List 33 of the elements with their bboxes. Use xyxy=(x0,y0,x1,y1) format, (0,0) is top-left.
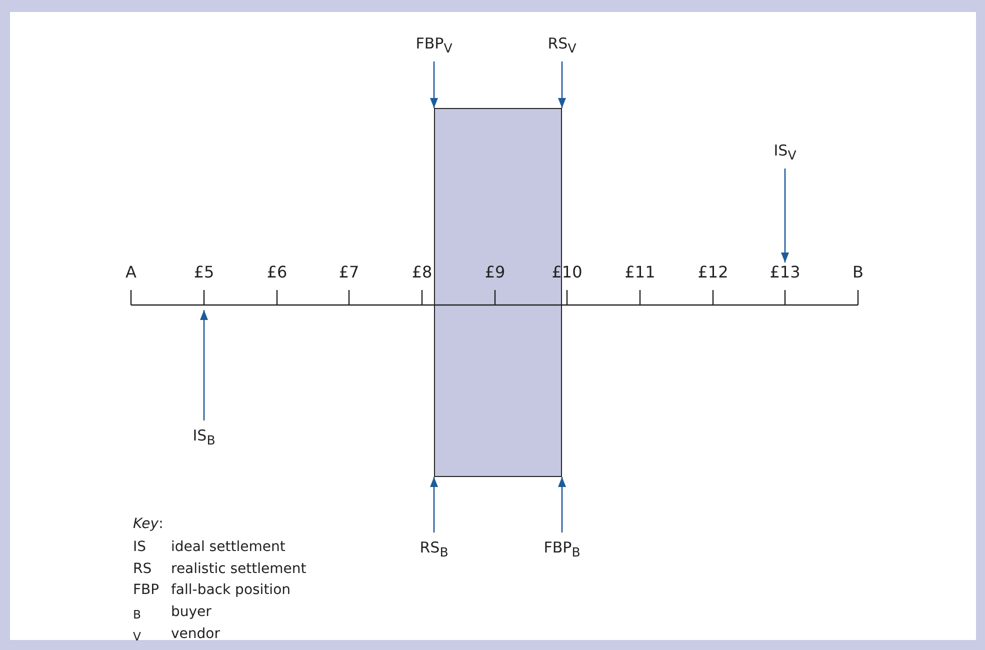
position-label: RS$_{B}$ xyxy=(420,538,448,560)
key-abbreviation: RS xyxy=(133,561,152,577)
axis-tick-label: £8 xyxy=(412,262,432,282)
position-label: IS$_{B}$ xyxy=(192,426,216,448)
axis-tick-label: A xyxy=(126,262,136,282)
key-abbreviation: FBP xyxy=(133,582,160,598)
arrow xyxy=(200,310,208,420)
key-description: realistic settlement xyxy=(171,561,306,577)
axis-tick-label: B xyxy=(852,262,864,282)
key-description: buyer xyxy=(171,604,212,620)
key-description: vendor xyxy=(171,626,220,642)
position-label: FBP$_{B}$ xyxy=(544,538,580,560)
arrow xyxy=(558,477,566,532)
position-label: RS$_{V}$ xyxy=(548,34,576,56)
axis-tick-label: £7 xyxy=(338,262,360,282)
key-heading: Key: xyxy=(133,516,164,532)
position-label: IS$_{V}$ xyxy=(774,142,796,162)
axis-tick-label: £9 xyxy=(484,262,506,282)
arrow xyxy=(558,62,566,108)
arrow xyxy=(781,168,789,262)
axis-tick-label: £13 xyxy=(770,262,800,282)
key-abbreviation: IS xyxy=(133,539,146,555)
arrow xyxy=(430,477,438,532)
key-description: ideal settlement xyxy=(171,539,286,555)
position-label: FBP$_{V}$ xyxy=(416,34,452,56)
axis-tick-label: £12 xyxy=(698,262,728,282)
axis-tick-label: £6 xyxy=(266,262,288,282)
key-abbreviation: B xyxy=(133,606,141,622)
axis-tick-label: £5 xyxy=(194,262,214,282)
axis-tick-label: £11 xyxy=(624,262,656,282)
arrow xyxy=(430,62,438,108)
key-abbreviation: V xyxy=(133,628,141,644)
key-description: fall-back position xyxy=(171,582,291,598)
